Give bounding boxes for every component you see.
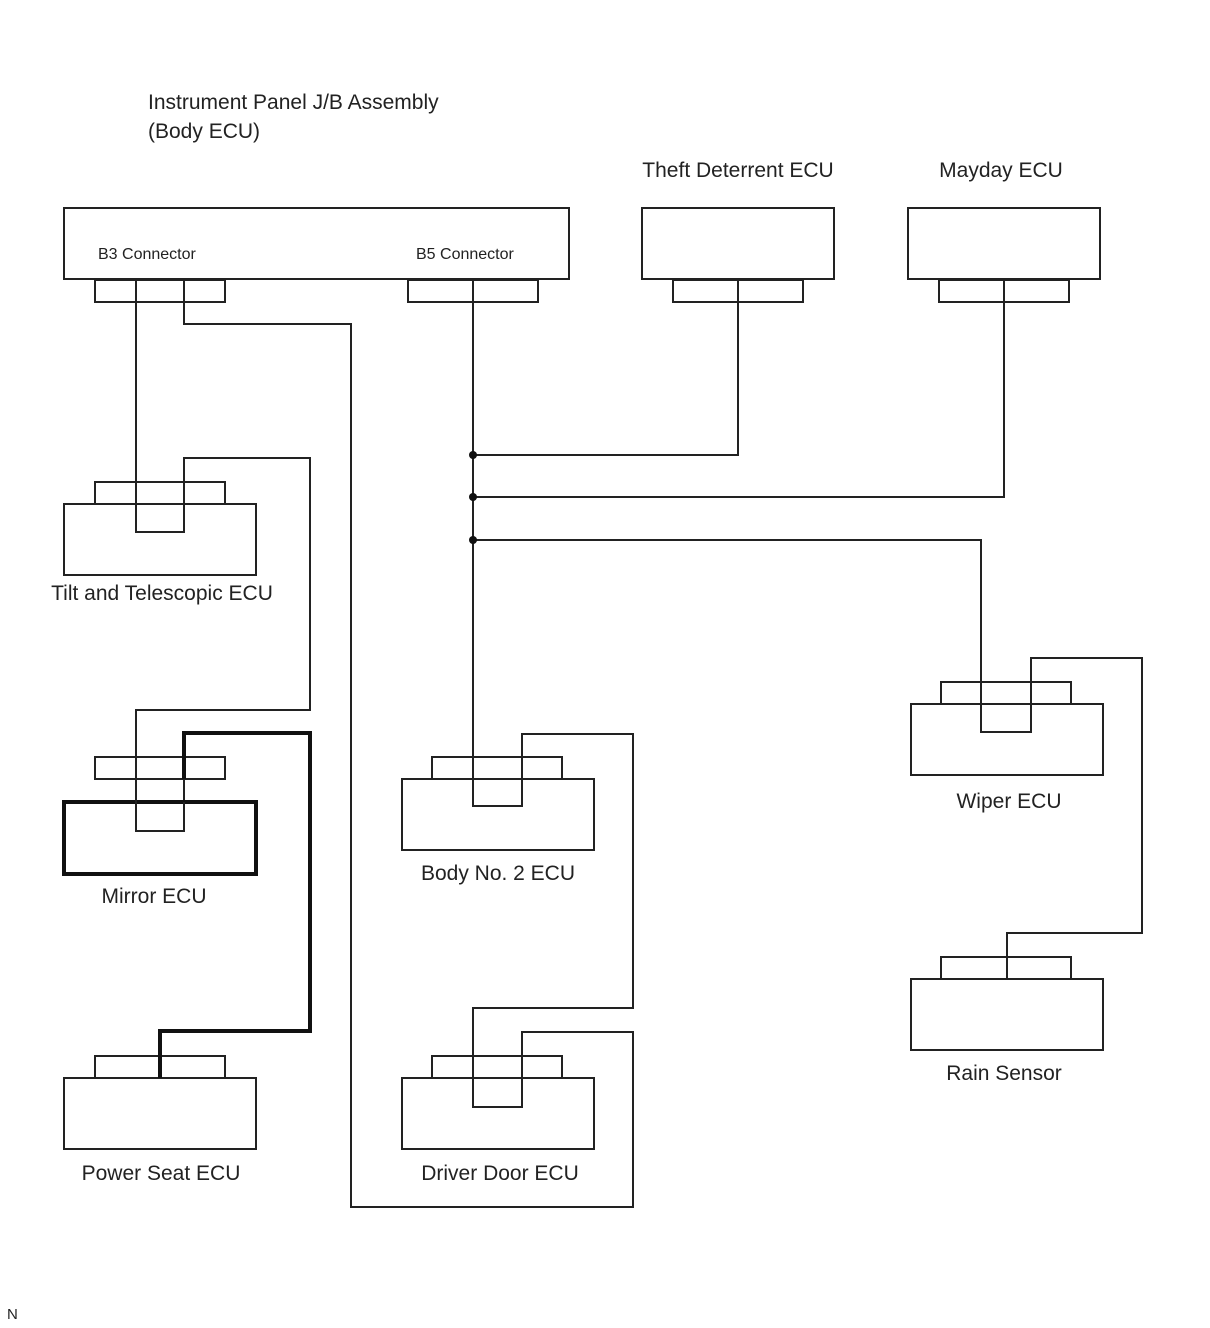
wiper-connector [940, 681, 1072, 705]
junction-dot [469, 493, 477, 501]
power-seat-ecu-box [63, 1077, 257, 1150]
wiper-ecu-label: Wiper ECU [956, 790, 1061, 813]
theft-deterrent-ecu-box [641, 207, 835, 280]
driver-door-connector [431, 1055, 563, 1079]
tilt-telescopic-ecu-label: Tilt and Telescopic ECU [51, 582, 273, 605]
tilt-telescopic-ecu-box [63, 503, 257, 576]
wiper-ecu-box [910, 703, 1104, 776]
body-ecu-box [63, 207, 570, 280]
rain-sensor-label: Rain Sensor [946, 1062, 1062, 1085]
mayday-ecu: Mayday ECU [907, 159, 1101, 303]
tilt-inner-wire [135, 482, 185, 533]
b3-connector [94, 279, 226, 303]
theft-deterrent-ecu: Theft Deterrent ECU [641, 159, 835, 303]
body-no2-ecu-label: Body No. 2 ECU [421, 862, 575, 885]
wiper-inner-wire [980, 658, 1032, 733]
body-no2-connector [431, 756, 563, 780]
rain-sensor: Rain Sensor [910, 956, 1104, 1085]
mirror-ecu-label: Mirror ECU [102, 885, 207, 908]
mirror-ecu: Mirror ECU [62, 733, 258, 908]
junction-dot [469, 451, 477, 459]
power-seat-ecu: Power Seat ECU [63, 1031, 257, 1185]
body-no2-ecu-box [401, 778, 595, 851]
b5-connector-label: B5 Connector [416, 246, 515, 263]
driver-door-ecu-label: Driver Door ECU [421, 1162, 579, 1185]
driver-door-inner-wire [472, 1008, 523, 1108]
corner-mark: N [7, 1306, 18, 1323]
body-ecu: Instrument Panel J/B Assembly (Body ECU)… [63, 91, 570, 303]
rain-sensor-box [910, 978, 1104, 1051]
mirror-inner-wire [135, 757, 185, 832]
mayday-ecu-box [907, 207, 1101, 280]
mayday-ecu-label: Mayday ECU [939, 159, 1063, 182]
wire-b3-to-driver-door [183, 302, 634, 1208]
wire-b5-bus-trunk [472, 302, 634, 1056]
mirror-connector [94, 756, 226, 780]
body-no2-ecu: Body No. 2 ECU [401, 734, 595, 885]
body-ecu-subtitle: (Body ECU) [148, 120, 260, 143]
driver-door-ecu-box [401, 1077, 595, 1150]
theft-deterrent-ecu-label: Theft Deterrent ECU [642, 159, 833, 182]
body-no2-inner-wire [472, 734, 523, 807]
wire-bus-to-theft [473, 302, 739, 456]
driver-door-ecu: Driver Door ECU [401, 1008, 595, 1185]
mirror-ecu-box [62, 800, 258, 876]
wire-bus-to-mayday [473, 302, 1005, 498]
tilt-telescopic-ecu: Tilt and Telescopic ECU [51, 481, 273, 605]
b3-connector-label: B3 Connector [98, 246, 197, 263]
body-ecu-title: Instrument Panel J/B Assembly [148, 91, 439, 114]
wiper-ecu: Wiper ECU [910, 658, 1104, 813]
tilt-telescopic-connector [94, 481, 226, 505]
power-seat-ecu-label: Power Seat ECU [82, 1162, 241, 1185]
junction-dot [469, 536, 477, 544]
